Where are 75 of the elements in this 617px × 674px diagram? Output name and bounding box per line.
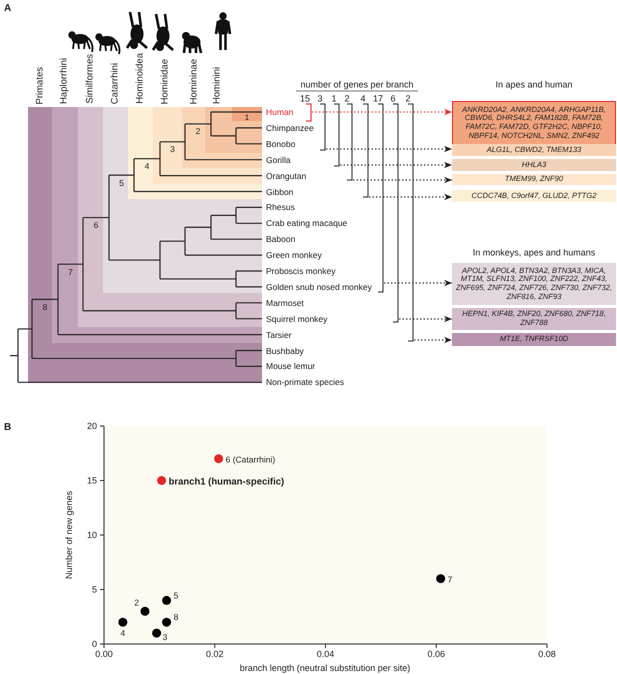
dotted-arrow: [398, 316, 452, 322]
panel-letter: A: [4, 4, 12, 14]
branch-number: 3: [170, 145, 175, 154]
species-name: Bonobo: [266, 140, 296, 148]
species-name: Gorilla: [266, 155, 291, 164]
point-label: 7: [448, 574, 452, 585]
gene-count: 3: [318, 94, 322, 104]
tick-label: 10: [86, 530, 97, 540]
point-label: 3: [162, 632, 168, 642]
species-name: Golden snub nosed monkey: [266, 282, 372, 292]
point-label: 6 (Catarrhini): [226, 454, 276, 465]
branch-number: 8: [42, 302, 48, 312]
species-name: Proboscis monkey: [266, 266, 336, 276]
gene-count: 4: [360, 94, 366, 104]
species-name: Bushbaby: [266, 346, 304, 355]
tick-label: 15: [86, 476, 97, 486]
tick-label: 0.08: [538, 649, 556, 659]
species-name: Rhesus: [266, 203, 295, 212]
gene-count: 1: [332, 94, 336, 104]
species-name: Mouse lemur: [266, 362, 316, 371]
species-name: Squirrel monkey: [266, 314, 328, 323]
clade-name: Homininae: [189, 58, 199, 104]
dotted-arrow: [352, 176, 452, 184]
gene-count: 2: [344, 94, 350, 104]
tick-label: 0: [92, 639, 97, 649]
species-name: Green monkey: [266, 250, 322, 260]
clade-name: Hominidae: [160, 58, 170, 104]
clade-name: Haplorrhini: [59, 58, 69, 104]
tick-label: 0.00: [95, 649, 113, 659]
dotted-arrow: [414, 336, 452, 344]
point-label: 2: [134, 597, 139, 608]
species-name: Human: [266, 108, 294, 116]
species-name: Marmoset: [266, 298, 304, 308]
gene-count: 15: [300, 94, 310, 104]
clade-name: Primates: [35, 66, 45, 104]
point-label: 4: [120, 628, 126, 638]
species-name: Non-primate species: [266, 378, 344, 387]
gene-count: 17: [373, 94, 383, 104]
clade-name: Hominini: [212, 67, 222, 104]
column-title: number of genes per branch: [300, 80, 414, 90]
branch-number: 5: [119, 178, 124, 187]
dotted-arrow: [312, 108, 452, 116]
point-label: 8: [174, 612, 178, 622]
dotted-arrow: [368, 194, 452, 200]
axis-title: branch length (neutral substitution per site): [240, 663, 410, 673]
dotted-arrow: [384, 280, 452, 286]
species-name: Tarsier: [266, 330, 292, 339]
point-label: branch1 (human-specific): [168, 476, 284, 488]
tick-label: 0.02: [206, 649, 224, 659]
group-heading: In apes and human: [495, 80, 573, 90]
branch-number: 2: [196, 127, 200, 136]
species-name: Baboon: [266, 234, 296, 244]
species-name: Orangutan: [266, 171, 306, 180]
branch-number: 1: [244, 114, 250, 122]
clade-name: Similformes: [85, 54, 95, 104]
tick-label: 0.04: [316, 649, 334, 659]
panel-letter: B: [4, 423, 12, 433]
branch-box: [232, 107, 262, 121]
branch-number: 7: [68, 267, 73, 276]
species-name: Chimpanzee: [266, 124, 314, 132]
gene-count: 6: [390, 94, 396, 104]
tick-label: 20: [86, 421, 97, 431]
dotted-arrow: [326, 146, 452, 152]
point-label: 5: [174, 590, 178, 600]
species-name: Gibbon: [266, 187, 294, 196]
tick-label: 0.06: [427, 649, 446, 659]
tick-label: 5: [92, 584, 97, 594]
axis-title: Number of new genes: [64, 490, 74, 580]
dotted-arrow: [340, 162, 452, 168]
clade-name: Hominoidea: [135, 53, 145, 104]
branch-number: 6: [94, 220, 98, 230]
gene-count: 2: [406, 94, 410, 104]
clade-name: Catarrhini: [110, 62, 120, 104]
branch-number: 4: [144, 162, 150, 170]
species-name: Crab eating macaque: [266, 219, 348, 228]
